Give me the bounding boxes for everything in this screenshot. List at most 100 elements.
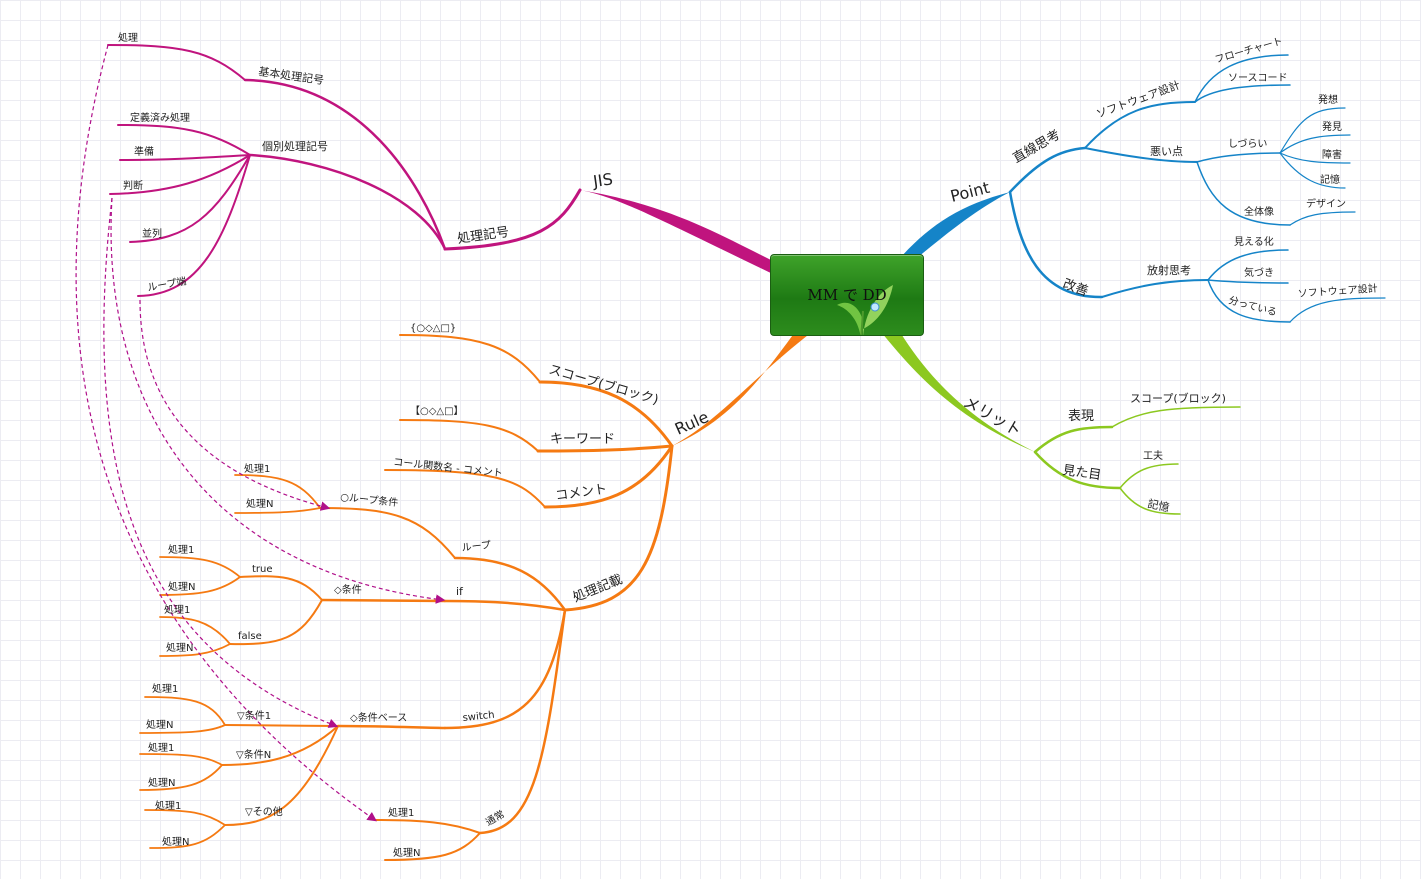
connector-if-cond (320, 598, 447, 603)
label-ifcond[interactable]: ◇条件 (334, 583, 362, 596)
central-topic-title: MM で DD (807, 286, 887, 304)
label-shorikigou[interactable]: 処理記号 (456, 224, 510, 247)
label-whole[interactable]: 全体像 (1244, 205, 1274, 218)
connector-radial-mieru (1207, 249, 1289, 281)
branch-jis (107, 44, 775, 297)
label-flowchart[interactable]: フローチャート (1214, 35, 1285, 66)
label-case1-item1[interactable]: 処理1 (152, 682, 178, 695)
connector-rule-comment (543, 444, 674, 509)
label-true-item1[interactable]: 処理1 (168, 543, 194, 556)
connector-point-linear (1008, 146, 1087, 194)
label-scope-child[interactable]: {○◇△□} (410, 323, 456, 334)
connector-rule-scope (538, 380, 674, 448)
label-mieruka[interactable]: 見える化 (1234, 235, 1274, 248)
label-case1[interactable]: ▽条件1 (237, 709, 271, 722)
label-normal-item1[interactable]: 処理1 (388, 806, 414, 819)
label-teigi[interactable]: 定義済み処理 (130, 111, 190, 124)
label-kioku-bad[interactable]: 記憶 (1320, 173, 1340, 186)
branch-rule (139, 332, 812, 861)
label-switch[interactable]: switch (462, 710, 495, 724)
label-false-itemN[interactable]: 処理N (166, 641, 193, 654)
label-shori[interactable]: 処理 (118, 31, 138, 44)
label-loopcond[interactable]: ○ループ条件 (340, 490, 399, 509)
label-rule[interactable]: Rule (672, 407, 712, 439)
label-case1-itemN[interactable]: 処理N (146, 718, 173, 731)
label-kihon[interactable]: 基本処理記号 (258, 64, 325, 87)
connector-other-itemN (149, 824, 226, 849)
connector-switchcond-caseN (221, 725, 339, 766)
connector-shizurai-hassou (1279, 107, 1346, 154)
connector-false-item1 (159, 616, 231, 645)
connector-loopcond-item1 (234, 474, 321, 509)
connector-normal-itemN (384, 832, 481, 861)
label-jis[interactable]: JIS (591, 169, 614, 191)
label-loop-itemN[interactable]: 処理N (246, 497, 273, 510)
connector-expression-scope (1111, 406, 1241, 428)
connector-caseN-itemN (139, 764, 223, 791)
label-design[interactable]: デザイン (1306, 197, 1346, 210)
label-kizuki[interactable]: 気づき (1244, 266, 1274, 279)
label-software-improve[interactable]: ソフトウェア設計 (1297, 281, 1378, 300)
connector-shorikisai-normal (478, 608, 567, 835)
label-other[interactable]: ▽その他 (245, 805, 283, 818)
label-handan[interactable]: 判断 (123, 179, 143, 192)
label-keyword[interactable]: キーワード (550, 432, 615, 447)
label-scope[interactable]: スコープ(ブロック) (547, 361, 660, 408)
label-loop[interactable]: ループ (461, 539, 491, 554)
label-hakken[interactable]: 発見 (1322, 120, 1342, 133)
label-improve[interactable]: 改善 (1061, 276, 1091, 300)
connector-rule-keyword (536, 444, 674, 453)
label-junbi[interactable]: 準備 (134, 145, 154, 158)
branch-merit (882, 332, 1241, 515)
connector-kihon-shori (107, 44, 246, 81)
label-true[interactable]: true (252, 564, 273, 575)
connector-linear-bad (1084, 147, 1198, 163)
label-radial[interactable]: 放射思考 (1147, 263, 1191, 277)
connector-shizurai-kioku (1279, 152, 1346, 189)
label-shorikisai[interactable]: 処理記載 (571, 571, 625, 605)
label-loop-item1[interactable]: 処理1 (244, 462, 270, 475)
label-kioku-merit[interactable]: 記憶 (1146, 496, 1170, 514)
label-bad[interactable]: 悪い点 (1150, 145, 1183, 158)
label-other-item1[interactable]: 処理1 (155, 799, 181, 812)
label-kobetsu[interactable]: 個別処理記号 (262, 139, 328, 153)
connector-rule-shorikisai (563, 444, 674, 612)
label-other-itemN[interactable]: 処理N (162, 835, 189, 848)
label-caseN[interactable]: ▽条件N (236, 748, 271, 761)
label-linear[interactable]: 直線思考 (1010, 127, 1063, 167)
label-heiretsu[interactable]: 並列 (142, 227, 162, 240)
connector-kobetsu-heiretsu (129, 154, 251, 243)
label-false[interactable]: false (238, 631, 262, 642)
label-false-item1[interactable]: 処理1 (164, 603, 190, 616)
label-sourcecode[interactable]: ソースコード (1228, 73, 1288, 84)
label-caseN-item1[interactable]: 処理1 (148, 741, 174, 754)
connector-point-improve (1008, 190, 1104, 299)
label-comment-child[interactable]: コール関数名 - コメント (393, 455, 504, 479)
label-kufu[interactable]: 工夫 (1143, 450, 1163, 462)
label-comment[interactable]: コメント (554, 482, 608, 504)
connector-software-flow (1194, 54, 1289, 103)
leaf-icon (837, 285, 893, 335)
label-scope-merit[interactable]: スコープ(ブロック) (1130, 391, 1226, 405)
connector-true-item1 (159, 556, 241, 578)
connector-normal-item1 (374, 819, 481, 834)
label-keyword-child[interactable]: 【○◇△□】 (410, 405, 464, 417)
label-shizurai[interactable]: しづらい (1228, 138, 1267, 150)
label-software[interactable]: ソフトウェア設計 (1094, 78, 1181, 121)
link-shori-to-normal (75, 44, 377, 822)
label-if[interactable]: if (456, 585, 464, 598)
label-expression[interactable]: 表現 (1068, 409, 1094, 424)
label-look[interactable]: 見た目 (1061, 463, 1102, 483)
label-hassou[interactable]: 発想 (1318, 93, 1338, 106)
connector-merit-expression (1033, 425, 1114, 454)
connector-other-item1 (144, 809, 226, 826)
label-true-itemN[interactable]: 処理N (168, 580, 195, 593)
label-switchcond[interactable]: ◇条件ベース (350, 711, 407, 724)
connector-shorikisai-if (443, 599, 567, 612)
label-shougai[interactable]: 障害 (1322, 148, 1342, 161)
label-normal-itemN[interactable]: 処理N (393, 846, 420, 859)
label-caseN-itemN[interactable]: 処理N (148, 776, 175, 789)
central-topic[interactable]: MM で DD (770, 254, 924, 336)
label-wakatte[interactable]: 分っている (1227, 294, 1278, 318)
